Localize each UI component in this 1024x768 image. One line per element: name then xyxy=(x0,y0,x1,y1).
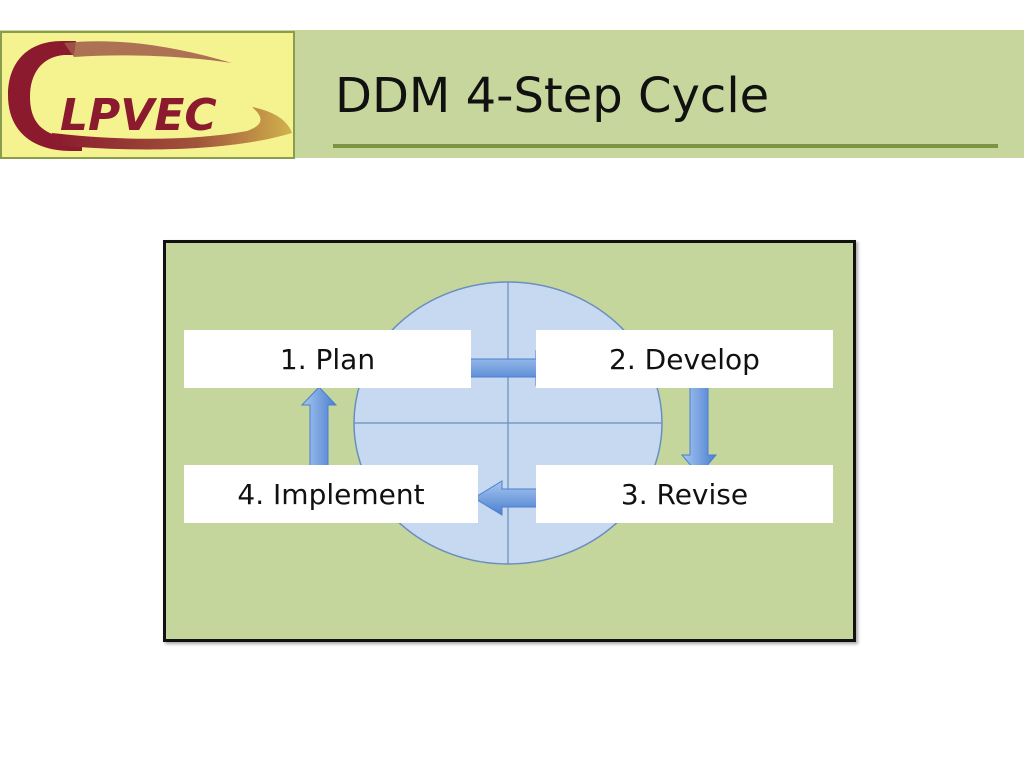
arrow-up-icon xyxy=(300,386,338,470)
logo-c-shape xyxy=(8,41,82,151)
arrow-down-icon xyxy=(680,386,718,476)
title-underline xyxy=(333,144,998,148)
logo-upper-swoosh xyxy=(64,41,232,63)
step-plan: 1. Plan xyxy=(184,330,471,388)
page-title: DDM 4-Step Cycle xyxy=(335,68,770,124)
logo: LPVEC xyxy=(0,31,295,159)
cycle-diagram-graphic xyxy=(300,281,718,565)
logo-lower-swoosh xyxy=(52,107,292,150)
step-implement: 4. Implement xyxy=(184,465,478,523)
logo-graphic: LPVEC xyxy=(8,41,292,151)
cycle-diagram: 1. Plan 2. Develop 3. Revise 4. Implemen… xyxy=(163,240,856,642)
step-develop: 2. Develop xyxy=(536,330,833,388)
step-revise: 3. Revise xyxy=(536,465,833,523)
logo-text: LPVEC xyxy=(60,90,217,141)
